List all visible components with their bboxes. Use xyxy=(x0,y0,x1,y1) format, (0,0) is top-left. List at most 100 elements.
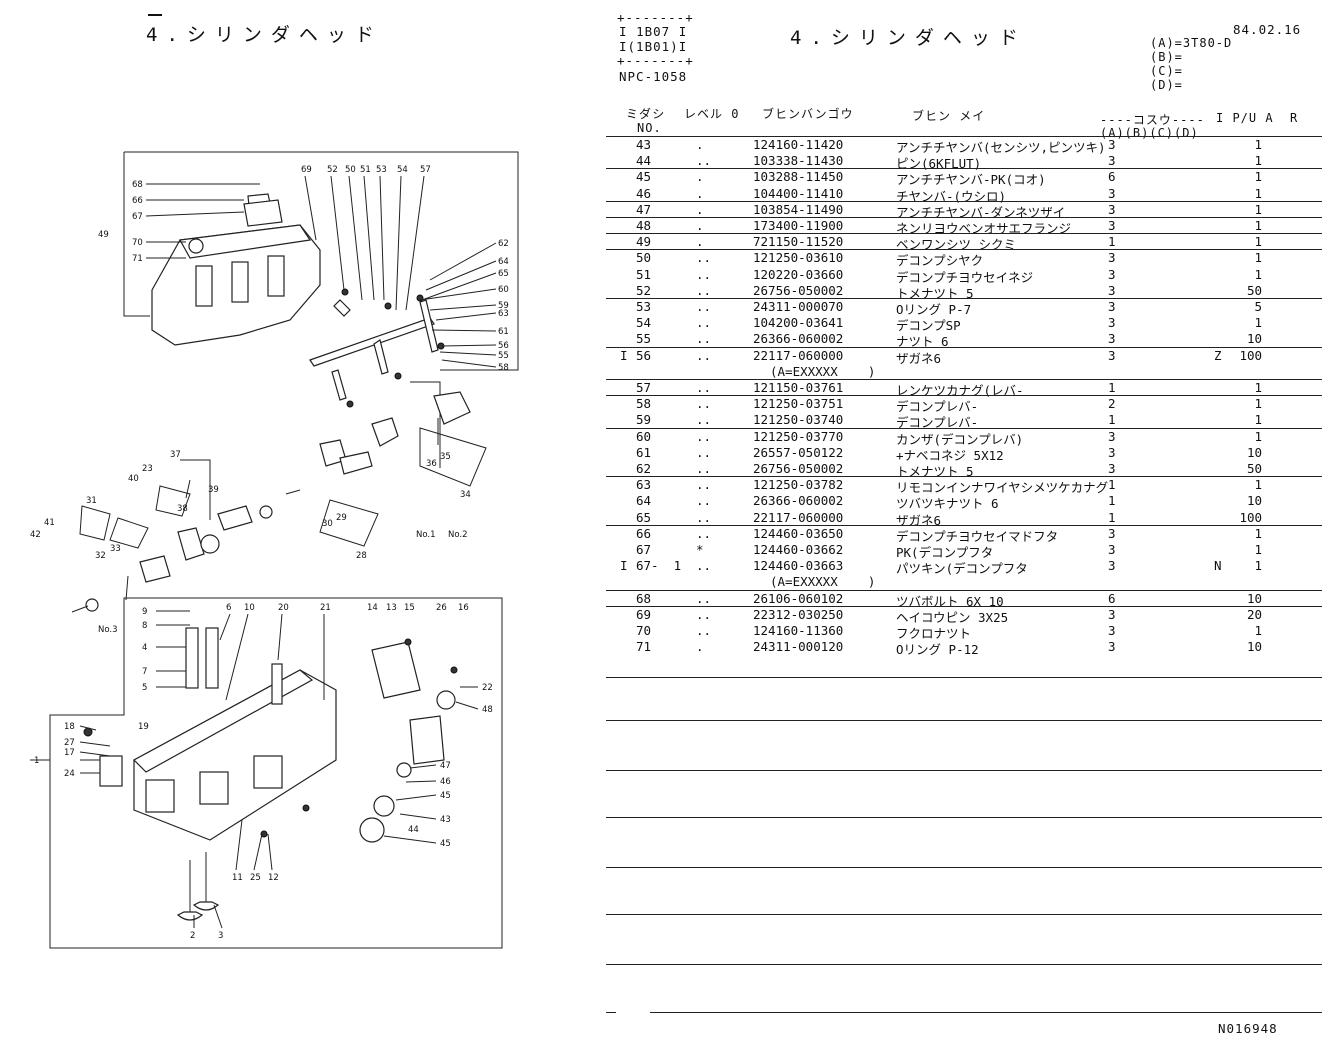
cell-no: 66 xyxy=(636,525,652,541)
cell-lvl: .. xyxy=(696,266,712,282)
cell-name: デコンプSP xyxy=(896,318,961,334)
cell-q: 3 xyxy=(1108,525,1116,541)
cell-pn: 26366-060002 xyxy=(753,493,844,509)
svg-text:No.3: No.3 xyxy=(98,625,118,635)
svg-text:8: 8 xyxy=(142,621,147,631)
cell-q: 3 xyxy=(1108,606,1116,622)
cell-name: ザガネ6 xyxy=(896,350,942,366)
svg-text:9: 9 xyxy=(142,607,147,617)
cell-pn: 121250-03782 xyxy=(753,477,844,493)
cell-pn: 121250-03610 xyxy=(753,250,844,266)
col-no-bottom: NO. xyxy=(637,121,662,135)
svg-text:64: 64 xyxy=(498,257,509,267)
title-dash xyxy=(148,14,162,16)
catalog-box-line2: (1B01) xyxy=(627,39,679,54)
svg-text:28: 28 xyxy=(356,551,367,561)
svg-text:14: 14 xyxy=(367,603,378,613)
cell-pn: 26756-050002 xyxy=(753,461,844,476)
cylinder-head-part xyxy=(83,627,458,921)
cell-q: 3 xyxy=(1108,315,1116,331)
cell-no: 61 xyxy=(636,444,652,460)
footer-code: N016948 xyxy=(1218,1021,1278,1036)
svg-text:69: 69 xyxy=(301,165,312,175)
cell-pn: 26557-050122 xyxy=(753,444,844,460)
cell-q: 3 xyxy=(1108,218,1116,233)
row-rule xyxy=(606,217,1322,218)
cell-q: 3 xyxy=(1108,201,1116,217)
svg-text:1: 1 xyxy=(34,756,39,766)
col-part-name: ブヒン メイ xyxy=(912,109,986,123)
cell-pn: 721150-11520 xyxy=(753,234,844,250)
cell-lvl: .. xyxy=(696,461,712,476)
model-b: (B)= xyxy=(1150,50,1183,64)
svg-text:11: 11 xyxy=(232,873,243,883)
cell-no: 51 xyxy=(636,266,652,282)
cell-pn: 124460-03663 xyxy=(753,558,844,574)
cell-qty: 1 xyxy=(1254,250,1263,266)
svg-text:18: 18 xyxy=(64,722,75,732)
cell-q: 1 xyxy=(1108,380,1116,395)
svg-text:41: 41 xyxy=(44,518,55,528)
cell-qty: 10 xyxy=(1247,639,1263,655)
cell-qty: 50 xyxy=(1247,282,1263,298)
cell-name: フクロナツト xyxy=(896,626,972,641)
cell-q: 6 xyxy=(1108,590,1116,606)
cell-no: 62 xyxy=(636,461,652,476)
cell-qty: 100 xyxy=(1239,347,1263,363)
svg-text:5: 5 xyxy=(142,683,147,693)
cell-qty: 10 xyxy=(1247,590,1263,606)
cell-pn: 26106-060102 xyxy=(753,590,844,606)
cell-qty: 20 xyxy=(1247,606,1263,622)
cell-no: 65 xyxy=(636,509,652,525)
cell-qty: 1 xyxy=(1254,218,1263,233)
cell-name: デコンプチヨウセイネジ xyxy=(896,269,1034,285)
cell-lvl: .. xyxy=(696,315,712,331)
svg-text:32: 32 xyxy=(95,551,106,561)
cell-lvl: . xyxy=(696,201,704,217)
cell-qty: 1 xyxy=(1254,201,1263,217)
row-rule xyxy=(606,200,1322,202)
col-no-top: ミダシ xyxy=(626,107,666,121)
svg-text:63: 63 xyxy=(498,309,509,319)
cell-no: 54 xyxy=(636,315,652,331)
svg-text:12: 12 xyxy=(268,873,279,883)
cell-no: 69 xyxy=(636,606,652,622)
svg-text:58: 58 xyxy=(498,363,509,373)
cell-pn: 121150-03761 xyxy=(753,380,844,395)
cell-lvl: .. xyxy=(696,558,712,574)
svg-text:56: 56 xyxy=(498,341,509,351)
svg-text:40: 40 xyxy=(128,474,139,484)
cell-name: アンチチヤンバ-PK(コオ) xyxy=(896,172,1046,188)
svg-text:42: 42 xyxy=(30,530,41,540)
table-row-note: (A=EXXXXX ) xyxy=(0,364,1342,380)
cell-qty: 10 xyxy=(1247,331,1263,347)
cell-no: 64 xyxy=(636,493,652,509)
svg-text:57: 57 xyxy=(420,165,431,175)
cell-name: PK(デコンプフタ xyxy=(896,545,994,560)
cell-no: 70 xyxy=(636,623,652,638)
catalog-box-line1: 1B07 xyxy=(636,24,671,39)
cell-name: リモコンインナワイヤシメツケカナグ xyxy=(896,480,1109,496)
cell-pn: 22312-030250 xyxy=(753,606,844,622)
cell-pn: 104200-03641 xyxy=(753,315,844,331)
svg-text:33: 33 xyxy=(110,544,121,554)
cell-pn: 173400-11900 xyxy=(753,218,844,233)
svg-text:53: 53 xyxy=(376,165,387,175)
cell-q: 3 xyxy=(1108,542,1116,557)
svg-text:46: 46 xyxy=(440,777,451,787)
cell-pn: 103288-11450 xyxy=(753,169,844,185)
